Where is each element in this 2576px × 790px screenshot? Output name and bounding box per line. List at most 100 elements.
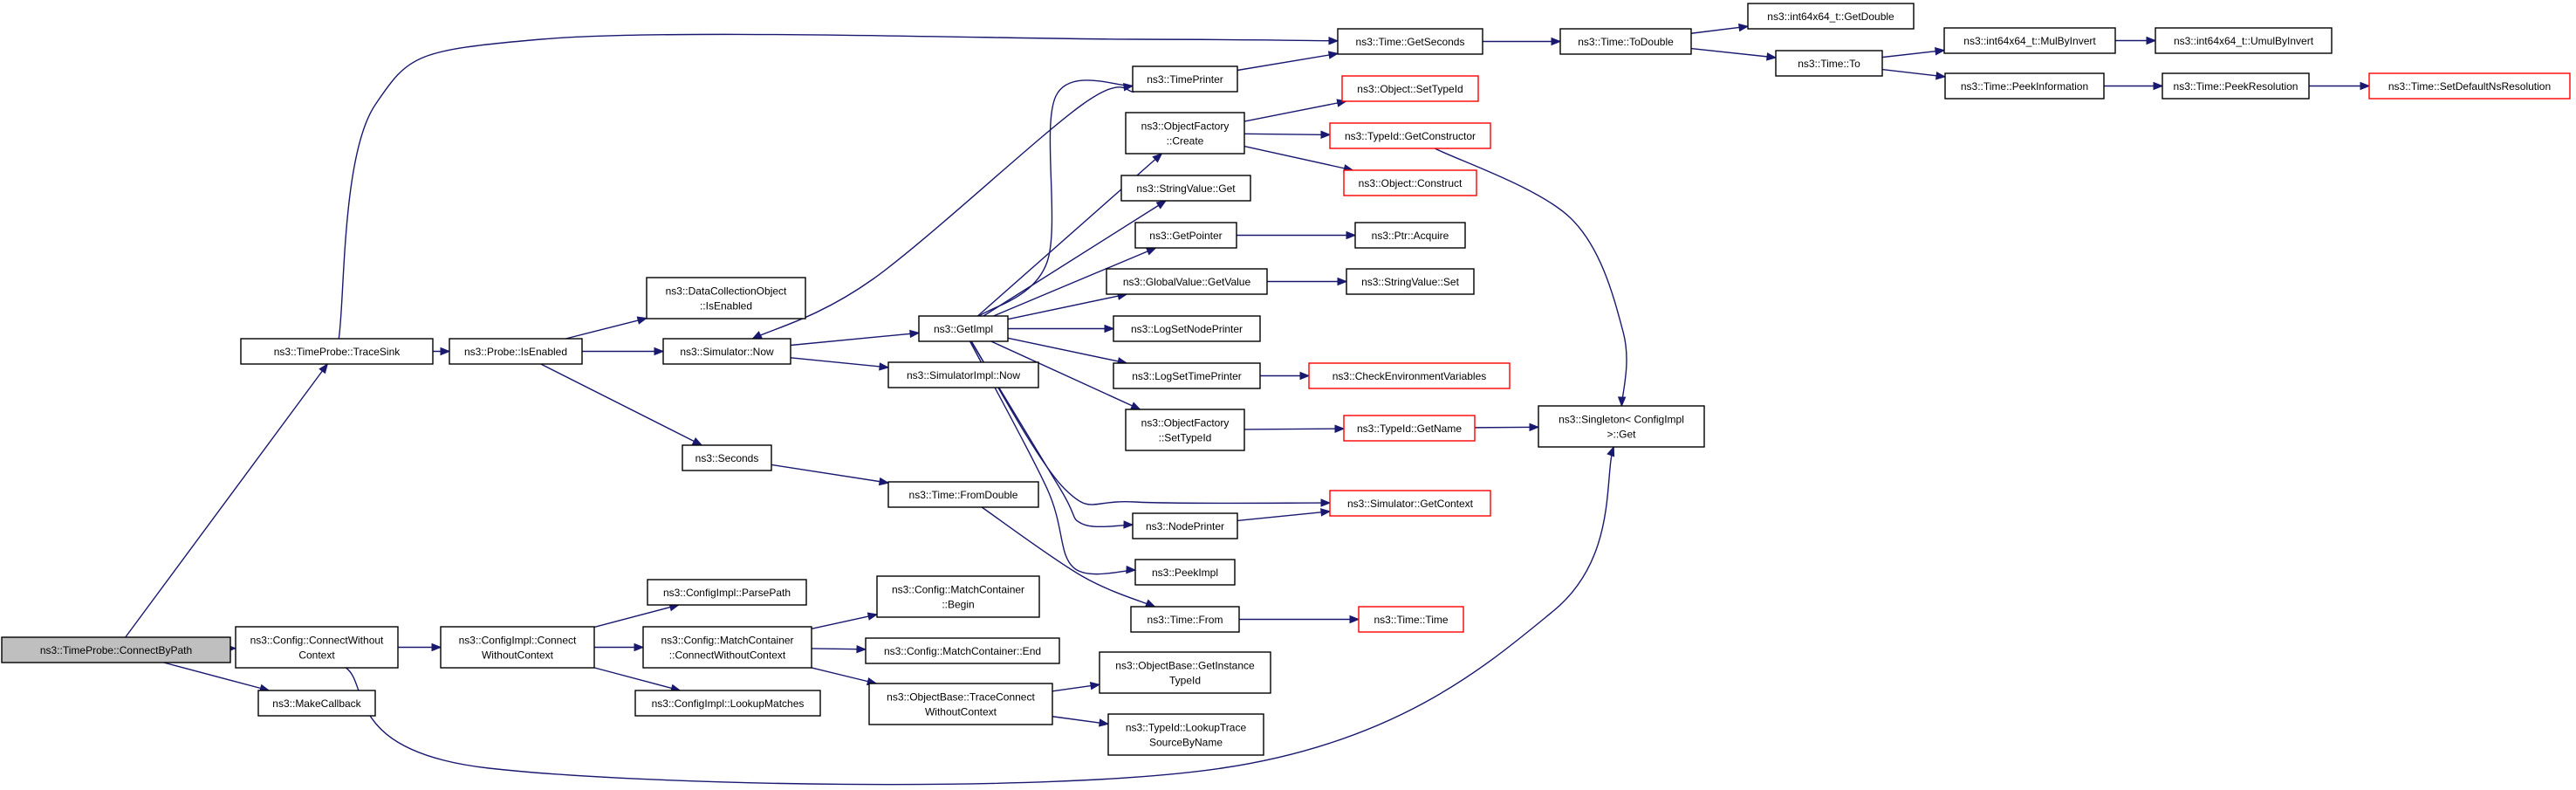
node-getimpl[interactable]: ns3::GetImpl (918, 315, 1009, 342)
node-box[interactable] (1354, 222, 1466, 249)
node-getseconds[interactable]: ns3::Time::GetSeconds (1337, 28, 1483, 55)
node-box[interactable] (1559, 28, 1692, 55)
node-traceconnect[interactable]: ns3::ObjectBase::TraceConnectWithoutCont… (868, 683, 1053, 725)
node-getpointer[interactable]: ns3::GetPointer (1134, 222, 1237, 249)
node-box[interactable] (1134, 222, 1237, 249)
node-box[interactable] (1113, 315, 1261, 342)
node-box[interactable] (1346, 268, 1475, 295)
node-box[interactable] (2162, 72, 2310, 100)
node-timeprinter[interactable]: ns3::TimePrinter (1132, 65, 1238, 93)
node-box[interactable] (1747, 3, 1915, 30)
node-box[interactable] (1341, 75, 1479, 102)
node-stringget[interactable]: ns3::StringValue::Get (1120, 175, 1251, 202)
node-box[interactable] (1099, 651, 1271, 694)
node-dcoenabled[interactable]: ns3::DataCollectionObject::IsEnabled (646, 277, 806, 319)
node-ofsettypeid[interactable]: ns3::ObjectFactory::SetTypeId (1125, 409, 1245, 451)
node-box[interactable] (868, 683, 1053, 725)
node-box[interactable] (887, 481, 1039, 508)
node-box[interactable] (1107, 713, 1264, 756)
node-box[interactable] (647, 579, 807, 606)
node-box[interactable] (1343, 169, 1477, 196)
node-logsetnode[interactable]: ns3::LogSetNodePrinter (1113, 315, 1261, 342)
node-box[interactable] (918, 315, 1009, 342)
node-box[interactable] (1, 636, 231, 663)
node-box[interactable] (876, 575, 1040, 618)
node-getname[interactable]: ns3::TypeId::GetName (1343, 415, 1476, 442)
node-box[interactable] (235, 626, 399, 669)
node-makecallback[interactable]: ns3::MakeCallback (257, 690, 376, 717)
node-mcend[interactable]: ns3::Config::MatchContainer::End (865, 637, 1060, 664)
node-timetime[interactable]: ns3::Time::Time (1358, 606, 1464, 633)
node-peekimpl[interactable]: ns3::PeekImpl (1134, 559, 1236, 586)
node-mcconnect[interactable]: ns3::Config::MatchContainer::ConnectWith… (642, 626, 812, 669)
node-ofcreate[interactable]: ns3::ObjectFactory::Create (1125, 112, 1245, 155)
node-cfgconnect[interactable]: ns3::Config::ConnectWithoutContext (235, 626, 399, 669)
node-box[interactable] (1337, 28, 1483, 55)
node-box[interactable] (1538, 405, 1705, 448)
node-box[interactable] (1125, 112, 1245, 155)
node-box[interactable] (449, 338, 583, 365)
node-timefrom[interactable]: ns3::Time::From (1130, 606, 1240, 633)
node-box[interactable] (1125, 409, 1245, 451)
node-box[interactable] (682, 444, 772, 471)
node-timeto[interactable]: ns3::Time::To (1775, 50, 1883, 77)
node-box[interactable] (1132, 65, 1238, 93)
node-box[interactable] (1358, 606, 1464, 633)
node-box[interactable] (634, 690, 821, 717)
node-singleton[interactable]: ns3::Singleton< ConfigImpl >::Get (1538, 405, 1705, 448)
node-umulbyinvert[interactable]: ns3::int64x64_t::UmulByInvert (2155, 27, 2333, 54)
node-cfgimplconnect[interactable]: ns3::ConfigImpl::ConnectWithoutContext (440, 626, 595, 669)
node-todouble[interactable]: ns3::Time::ToDouble (1559, 28, 1692, 55)
node-box[interactable] (1134, 559, 1236, 586)
node-fromdouble[interactable]: ns3::Time::FromDouble (887, 481, 1039, 508)
node-box[interactable] (257, 690, 376, 717)
node-mcbegin[interactable]: ns3::Config::MatchContainer::Begin (876, 575, 1040, 618)
node-simnow[interactable]: ns3::Simulator::Now (662, 338, 791, 365)
node-box[interactable] (1343, 415, 1476, 442)
node-checkenv[interactable]: ns3::CheckEnvironmentVariables (1308, 362, 1511, 389)
node-lookupmatches[interactable]: ns3::ConfigImpl::LookupMatches (634, 690, 821, 717)
node-logsettime[interactable]: ns3::LogSetTimePrinter (1113, 362, 1261, 389)
node-box[interactable] (865, 637, 1060, 664)
node-box[interactable] (642, 626, 812, 669)
node-box[interactable] (2368, 72, 2571, 100)
node-parsepath[interactable]: ns3::ConfigImpl::ParsePath (647, 579, 807, 606)
node-simimplnow[interactable]: ns3::SimulatorImpl::Now (887, 361, 1039, 388)
node-box[interactable] (2155, 27, 2333, 54)
node-seconds[interactable]: ns3::Seconds (682, 444, 772, 471)
node-getcontext[interactable]: ns3::Simulator::GetContext (1329, 490, 1491, 517)
node-box[interactable] (1113, 362, 1261, 389)
node-box[interactable] (1308, 362, 1511, 389)
node-box[interactable] (1120, 175, 1251, 202)
node-nodeprinter[interactable]: ns3::NodePrinter (1132, 512, 1238, 539)
node-peekres[interactable]: ns3::Time::PeekResolution (2162, 72, 2310, 100)
node-setdefaultres[interactable]: ns3::Time::SetDefaultNsResolution (2368, 72, 2571, 100)
node-ptracquire[interactable]: ns3::Ptr::Acquire (1354, 222, 1466, 249)
node-box[interactable] (887, 361, 1039, 388)
node-box[interactable] (1329, 122, 1491, 149)
node-box[interactable] (1132, 512, 1238, 539)
node-objconstruct[interactable]: ns3::Object::Construct (1343, 169, 1477, 196)
node-box[interactable] (1329, 490, 1491, 517)
node-box[interactable] (662, 338, 791, 365)
node-box[interactable] (1130, 606, 1240, 633)
node-box[interactable] (440, 626, 595, 669)
node-box[interactable] (1106, 268, 1268, 295)
node-peekinfo[interactable]: ns3::Time::PeekInformation (1944, 72, 2105, 100)
node-box[interactable] (1775, 50, 1883, 77)
node-box[interactable] (1944, 72, 2105, 100)
node-probeenabled[interactable]: ns3::Probe::IsEnabled (449, 338, 583, 365)
node-mulbyinvert[interactable]: ns3::int64x64_t::MulByInvert (1943, 27, 2116, 54)
node-getconstructor[interactable]: ns3::TypeId::GetConstructor (1329, 122, 1491, 149)
node-box[interactable] (1943, 27, 2116, 54)
node-objsettypeid[interactable]: ns3::Object::SetTypeId (1341, 75, 1479, 102)
node-root[interactable]: ns3::TimeProbe::ConnectByPath (1, 636, 231, 663)
node-stringset[interactable]: ns3::StringValue::Set (1346, 268, 1475, 295)
node-tracesink[interactable]: ns3::TimeProbe::TraceSink (240, 338, 434, 365)
node-gvgetvalue[interactable]: ns3::GlobalValue::GetValue (1106, 268, 1268, 295)
node-int64getdouble[interactable]: ns3::int64x64_t::GetDouble (1747, 3, 1915, 30)
node-box[interactable] (240, 338, 434, 365)
node-box[interactable] (646, 277, 806, 319)
